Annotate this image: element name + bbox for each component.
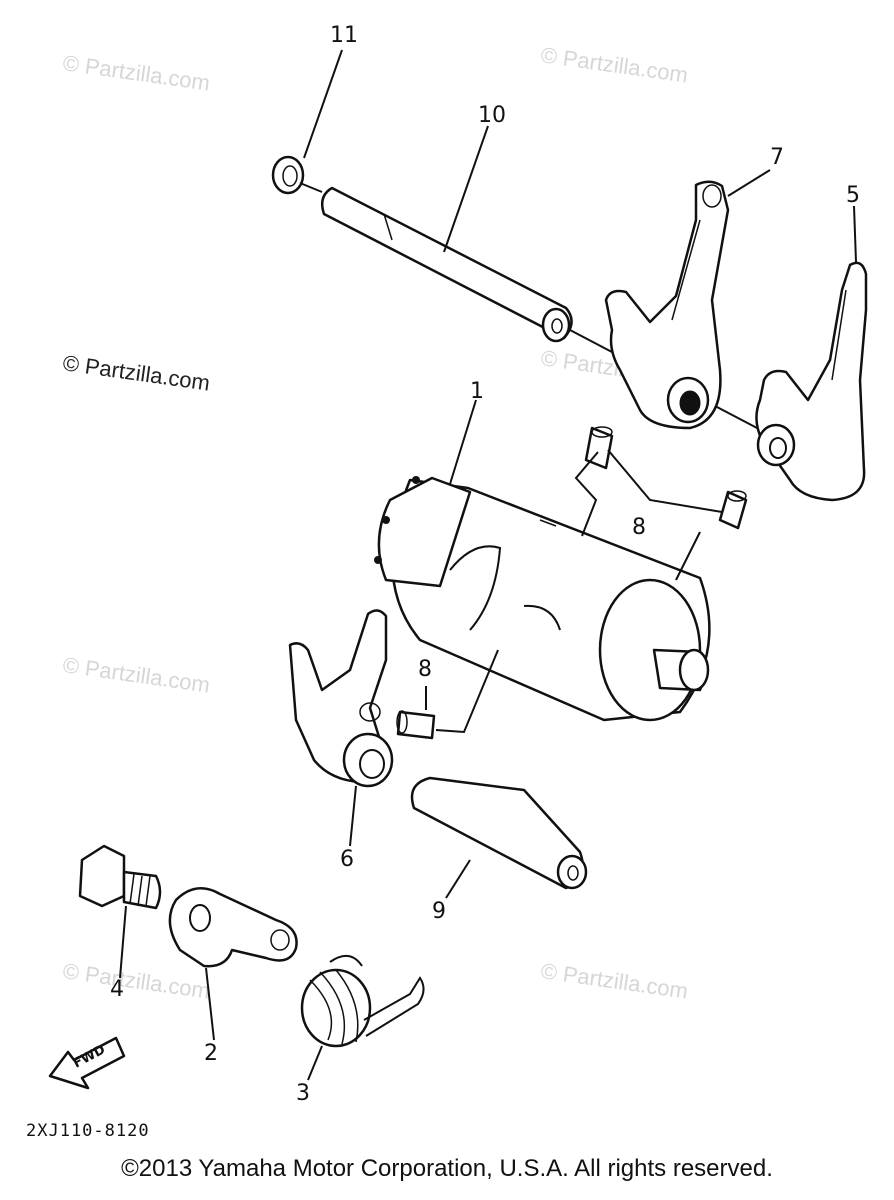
watermark: © Partzilla.com — [539, 42, 689, 87]
watermark: © Partzilla.com — [61, 50, 211, 95]
watermark: © Partzilla.com — [61, 958, 211, 1003]
diagram-code: 2XJ110-8120 — [26, 1121, 150, 1141]
fwd-arrow-icon: FWD — [48, 1036, 126, 1090]
callout-7: 7 — [770, 145, 784, 170]
part-2-lever — [168, 887, 298, 968]
part-10-guide-bar — [321, 186, 781, 441]
callout-8-lower: 8 — [418, 657, 432, 682]
callout-8-upper: 8 — [632, 515, 646, 540]
watermark: © Partzilla.com — [61, 652, 211, 697]
watermark: © Partzilla.com — [539, 958, 689, 1003]
callout-3: 3 — [296, 1081, 310, 1106]
part-11-circlip — [271, 155, 323, 195]
callout-11: 11 — [330, 23, 358, 48]
part-5-shift-fork — [755, 261, 868, 502]
part-7-shift-fork — [604, 180, 730, 430]
part-8-pins-upper — [584, 426, 748, 530]
callout-4: 4 — [110, 977, 124, 1002]
part-4-bolt — [78, 844, 162, 910]
callout-9: 9 — [432, 899, 446, 924]
part-9-guide-bar — [410, 776, 588, 890]
watermark-dark: © Partzilla.com — [61, 350, 211, 395]
callout-5: 5 — [846, 183, 860, 208]
callout-numbers: 11 10 7 5 1 8 8 6 9 4 2 3 — [110, 23, 860, 1106]
leader-lines — [119, 49, 857, 1081]
copyright-notice: ©2013 Yamaha Motor Corporation, U.S.A. A… — [121, 1155, 773, 1182]
callout-1: 1 — [470, 379, 484, 404]
part-1-shift-drum — [374, 476, 711, 722]
part-3-spring — [300, 955, 425, 1048]
callout-10: 10 — [478, 103, 506, 128]
callout-2: 2 — [204, 1041, 218, 1066]
watermarks: © Partzilla.com © Partzilla.com © Partzi… — [61, 42, 689, 1003]
part-6-shift-fork — [288, 609, 394, 788]
part-8-pin-lower — [396, 710, 436, 740]
callout-6: 6 — [340, 847, 354, 872]
